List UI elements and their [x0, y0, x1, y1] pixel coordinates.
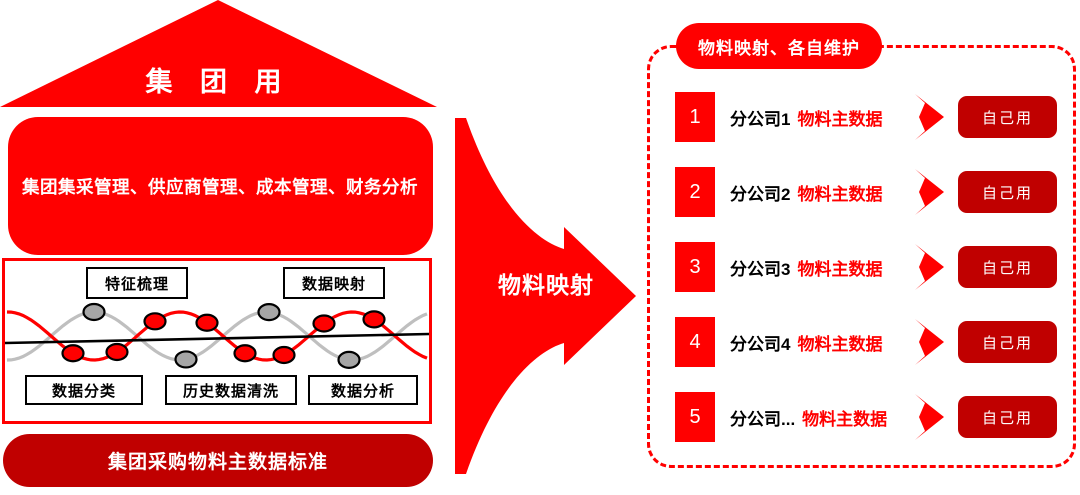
- process-label-feature-combing: 特征梳理: [86, 267, 188, 299]
- roof-label: 集 团 用: [145, 67, 292, 97]
- row-number-badge: 2: [675, 167, 715, 217]
- panel-title-pill: 物料映射、各自维护: [676, 23, 882, 69]
- row-labels: 分公司1 物料主数据: [730, 92, 882, 142]
- branch-name: 分公司1: [730, 109, 791, 129]
- own-use-button: 自己用: [958, 246, 1057, 288]
- flow-arrow-label: 物料映射: [498, 272, 594, 298]
- process-label-historical-data-cleansing: 历史数据清洗: [165, 375, 297, 405]
- triangle-arrow-icon: [915, 169, 944, 215]
- triangle-arrow-icon: [915, 244, 944, 290]
- row-number-badge: 3: [675, 242, 715, 292]
- branch-row: 3 分公司3 物料主数据 自己用: [650, 242, 1073, 292]
- triangle-arrow-icon: [915, 394, 944, 440]
- triangle-arrow-icon: [915, 319, 944, 365]
- process-label-data-analysis: 数据分析: [308, 375, 418, 405]
- material-master-data-label: 物料主数据: [797, 109, 883, 129]
- row-number-badge: 1: [675, 92, 715, 142]
- row-labels: 分公司... 物料主数据: [730, 392, 887, 442]
- row-labels: 分公司2 物料主数据: [730, 167, 882, 217]
- material-master-data-label: 物料主数据: [797, 259, 883, 279]
- own-use-button: 自己用: [958, 171, 1057, 213]
- row-labels: 分公司4 物料主数据: [730, 317, 882, 367]
- branch-row: 2 分公司2 物料主数据 自己用: [650, 167, 1073, 217]
- house-body-box: 集团集采管理、供应商管理、成本管理、财务分析: [8, 117, 433, 255]
- branch-row: 5 分公司... 物料主数据 自己用: [650, 392, 1073, 442]
- material-master-data-label: 物料主数据: [797, 184, 883, 204]
- material-master-data-label: 物料主数据: [797, 334, 883, 354]
- row-number-badge: 4: [675, 317, 715, 367]
- own-use-button: 自己用: [958, 321, 1057, 363]
- material-master-data-label: 物料主数据: [802, 409, 888, 429]
- branch-row: 4 分公司4 物料主数据 自己用: [650, 317, 1073, 367]
- process-label-data-classification: 数据分类: [25, 375, 143, 405]
- branch-name: 分公司4: [730, 334, 791, 354]
- house-body-text: 集团集采管理、供应商管理、成本管理、财务分析: [22, 176, 418, 197]
- branch-row: 1 分公司1 物料主数据 自己用: [650, 92, 1073, 142]
- mapping-panel: 物料映射、各自维护 1 分公司1 物料主数据 自己用 2 分公司2 物料主数据 …: [647, 23, 1076, 468]
- branch-name: 分公司3: [730, 259, 791, 279]
- process-label-data-mapping: 数据映射: [283, 267, 385, 299]
- branch-name: 分公司...: [730, 409, 796, 429]
- row-number-badge: 5: [675, 392, 715, 442]
- triangle-arrow-icon: [915, 94, 944, 140]
- branch-name: 分公司2: [730, 184, 791, 204]
- row-labels: 分公司3 物料主数据: [730, 242, 882, 292]
- own-use-button: 自己用: [958, 396, 1057, 438]
- wave-curves-graphic: [5, 302, 429, 369]
- own-use-button: 自己用: [958, 96, 1057, 138]
- house-roof-triangle: [0, 0, 437, 107]
- flow-right-arrow-icon: [455, 118, 636, 474]
- process-chart-box: 特征梳理 数据映射 数据分类 历史数据清洗 数据分析: [2, 258, 432, 424]
- base-standard-bar: 集团采购物料主数据标准: [3, 434, 433, 487]
